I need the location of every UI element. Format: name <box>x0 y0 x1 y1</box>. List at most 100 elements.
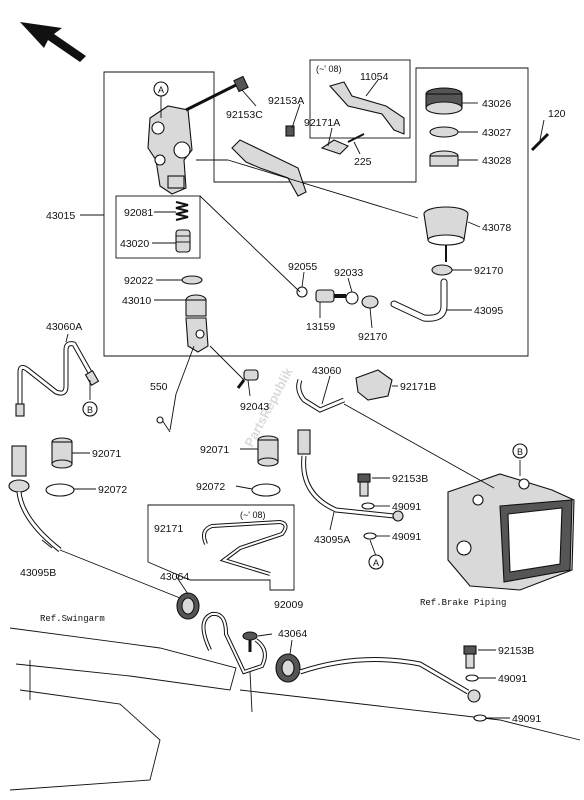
bracket-92171A <box>231 125 365 197</box>
label-43026: 43026 <box>482 98 511 110</box>
label-225: 225 <box>354 156 372 168</box>
washer-49091-1 <box>361 502 375 510</box>
clamp-92072-left <box>45 483 75 497</box>
abs-hydraulic-unit <box>447 473 575 591</box>
screw-92009 <box>242 631 258 652</box>
hose-43095A <box>297 429 404 522</box>
diaphragm-43028 <box>429 150 459 167</box>
bracket-lower-clamp <box>201 611 267 675</box>
label-43095B: 43095B <box>20 567 56 579</box>
label-13159: 13159 <box>306 321 335 333</box>
ref-brake-piping: Ref.Brake Piping <box>420 598 506 608</box>
assembly-frame-43015 <box>103 67 529 357</box>
year-box-92171 <box>147 504 295 591</box>
label-92072-right: 92072 <box>196 481 225 493</box>
front-direction-arrow <box>20 22 86 62</box>
label-92171: 92171 <box>154 523 183 535</box>
marker-a-bottom <box>368 554 384 570</box>
screw-120 <box>530 132 550 152</box>
label-43064-left: 43064 <box>160 571 189 583</box>
label-43095: 43095 <box>474 305 503 317</box>
grommet-43064-right <box>275 653 301 683</box>
hose-43095 <box>390 278 448 322</box>
washer-49091-4 <box>473 714 487 722</box>
label-43060A: 43060A <box>46 321 82 333</box>
label-92009: 92009 <box>274 599 303 611</box>
label-11054: 11054 <box>360 71 389 83</box>
fitting-13159 <box>315 289 346 303</box>
marker-b-right <box>512 443 528 459</box>
label-550: 550 <box>150 381 168 393</box>
year-note-bottom: (~' 08) <box>240 510 265 520</box>
marker-a-top <box>153 81 169 118</box>
bracket-11054 <box>329 81 405 135</box>
inner-box-92081-43020 <box>115 195 201 259</box>
marker-a-top-label: A <box>158 85 164 95</box>
label-92081: 92081 <box>124 207 153 219</box>
grommet-43064-left <box>176 592 200 620</box>
label-92170-lower: 92170 <box>358 331 387 343</box>
hose-43060A <box>17 341 95 410</box>
hose-43095B <box>8 445 62 552</box>
grommet-92071-right <box>257 435 279 467</box>
reservoir-cap-43026 <box>425 87 463 115</box>
label-92071-left: 92071 <box>92 448 121 460</box>
marker-b-left <box>82 401 98 417</box>
swingarm-reference <box>9 627 581 791</box>
label-43028: 43028 <box>482 155 511 167</box>
label-92171B: 92171B <box>400 381 436 393</box>
clip-92171B <box>355 369 393 401</box>
year-note-top: (~' 08) <box>316 64 341 74</box>
o-ring-92055 <box>296 286 308 298</box>
pin-92043 <box>236 369 259 389</box>
piston-43020 <box>175 229 191 253</box>
clamp-92170-lower <box>361 295 379 309</box>
bolt-92153B-upper <box>357 473 371 497</box>
banjo-lower <box>467 689 481 703</box>
label-92072-left: 92072 <box>98 484 127 496</box>
bolt-92153C <box>185 75 249 112</box>
label-92043: 92043 <box>240 401 269 413</box>
marker-b-right-label: B <box>517 447 523 457</box>
label-49091-3: 49091 <box>498 673 527 685</box>
spring-92081 <box>175 201 189 221</box>
plate-43027 <box>429 126 459 138</box>
marker-b-left-label: B <box>87 405 93 415</box>
label-49091-4: 49091 <box>512 713 541 725</box>
reservoir-43078 <box>423 206 469 262</box>
label-43095A: 43095A <box>314 534 350 546</box>
label-43015: 43015 <box>46 210 75 222</box>
label-92153A: 92153A <box>268 95 304 107</box>
label-43020: 43020 <box>120 238 149 250</box>
label-92153C: 92153C <box>226 109 263 121</box>
label-92071-right: 92071 <box>200 444 229 456</box>
label-92022: 92022 <box>124 275 153 287</box>
label-43027: 43027 <box>482 127 511 139</box>
label-92171A: 92171A <box>304 117 340 129</box>
year-box-11054 <box>309 59 411 139</box>
bolt-92153B-lower <box>463 645 477 669</box>
label-120: 120 <box>548 108 566 120</box>
label-43078: 43078 <box>482 222 511 234</box>
washer-49091-3 <box>465 674 479 682</box>
label-92170-upper: 92170 <box>474 265 503 277</box>
grommet-92071-left <box>51 437 73 469</box>
label-92153B-lower: 92153B <box>498 645 534 657</box>
leader-lines <box>41 79 545 719</box>
clip-92033 <box>345 291 359 305</box>
ref-swingarm: Ref.Swingarm <box>40 614 105 624</box>
label-92055: 92055 <box>288 261 317 273</box>
clamp-92072-right <box>251 483 281 497</box>
label-49091-2: 49091 <box>392 531 421 543</box>
label-92033: 92033 <box>334 267 363 279</box>
marker-a-bottom-label: A <box>373 558 379 568</box>
label-43064-right-visible: 43064 <box>278 628 307 640</box>
ring-92022 <box>181 275 203 285</box>
hose-43060 <box>296 379 345 413</box>
washer-49091-2 <box>363 532 377 540</box>
clamp-92170-upper <box>431 264 453 276</box>
label-92153B-upper: 92153B <box>392 473 428 485</box>
pushrod-43010 <box>185 294 209 353</box>
label-49091-1: 49091 <box>392 501 421 513</box>
